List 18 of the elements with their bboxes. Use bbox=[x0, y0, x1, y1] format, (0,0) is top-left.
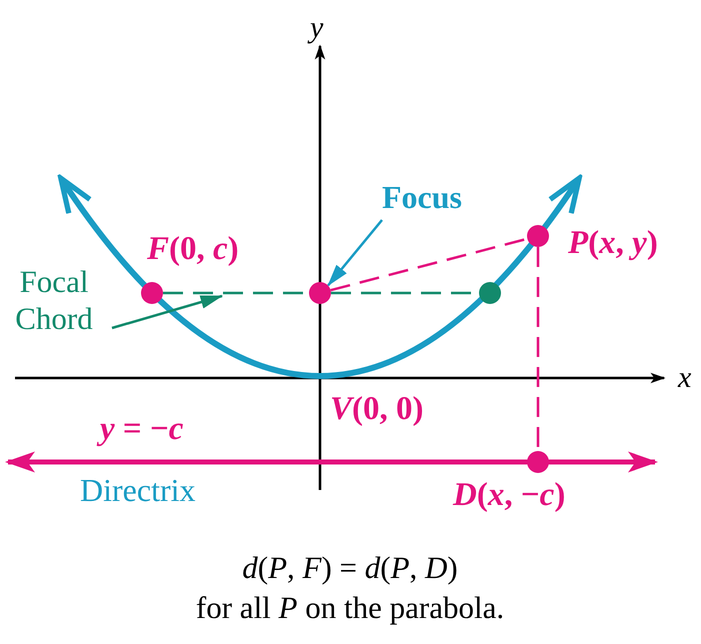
focus-label: Focus bbox=[377, 178, 467, 218]
point-marker bbox=[141, 282, 163, 304]
point-label: F(0, c) bbox=[147, 232, 239, 267]
leader-arrow bbox=[327, 219, 383, 286]
vertex-label: V(0, 0) bbox=[330, 392, 424, 427]
caption-text: for all P on the parabola. bbox=[196, 592, 504, 625]
point-marker bbox=[527, 451, 549, 473]
directrix-label: Directrix bbox=[80, 474, 196, 508]
point-marker bbox=[527, 225, 549, 247]
point-marker bbox=[479, 282, 501, 304]
caption-text: d(P, F) = d(P, D) bbox=[242, 552, 458, 585]
point-marker bbox=[309, 282, 331, 304]
focal-chord-label: Focal Chord bbox=[2, 263, 106, 339]
leader-arrow bbox=[112, 294, 224, 330]
point-label: D(x, −c) bbox=[453, 478, 566, 513]
point-label: P(x, y) bbox=[568, 226, 658, 261]
axis-label: y bbox=[310, 12, 324, 44]
axis-label: x bbox=[678, 362, 692, 394]
